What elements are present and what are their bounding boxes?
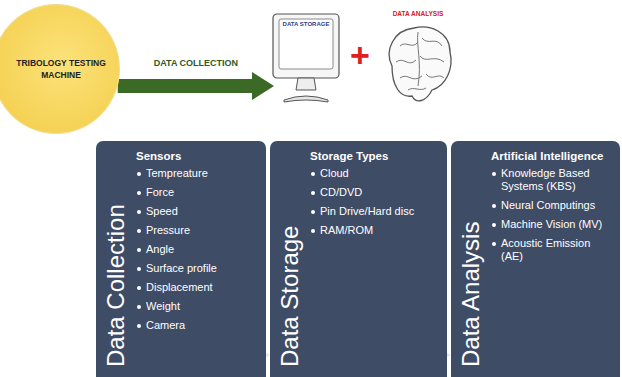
- bullet-item: Surface profile: [136, 262, 260, 275]
- panel-title: Data Storage: [276, 226, 304, 367]
- bullet-item: Neural Computings: [491, 199, 614, 212]
- brain-outline: [389, 27, 451, 101]
- stage-panel: Data CollectionSensorsTempreatureForceSp…: [96, 141, 266, 377]
- bullet-item: RAM/ROM: [310, 224, 441, 237]
- arrow-head: [252, 72, 274, 100]
- bullet-item: Cloud: [310, 167, 441, 180]
- brain-fold: [408, 88, 426, 90]
- brain-fold: [422, 38, 442, 46]
- brain-fold: [396, 60, 416, 63]
- monitor-bezel: [273, 14, 339, 78]
- bullet-item: Pressure: [136, 224, 260, 237]
- bullet-item: Camera: [136, 319, 260, 332]
- brain-fold: [418, 32, 420, 86]
- panel-heading: Sensors: [136, 149, 260, 164]
- brain-fold: [420, 56, 444, 62]
- stage-panel: Data AnalysisArtificial IntelligenceKnow…: [451, 141, 620, 377]
- panel-heading: Artificial Intelligence: [491, 149, 614, 164]
- bullet-item: Force: [136, 186, 260, 199]
- machine-label: TRIBOLOGY TESTING MACHINE: [13, 57, 109, 81]
- brain-label: DATA ANALYSIS: [380, 10, 456, 18]
- flow-arrow: [118, 72, 274, 100]
- monitor-neck: [296, 78, 316, 90]
- panel-heading: Storage Types: [310, 149, 441, 164]
- brain-icon: [380, 6, 456, 110]
- panel-title: Data Analysis: [457, 222, 485, 367]
- plus-sign: +: [350, 38, 370, 72]
- arrow-shaft: [118, 79, 252, 93]
- monitor-node: DATA STORAGE: [270, 10, 344, 106]
- bullet-item: Angle: [136, 243, 260, 256]
- monitor-label: DATA STORAGE: [280, 21, 332, 28]
- panel-body: Artificial IntelligenceKnowledge Based S…: [491, 149, 614, 269]
- bullet-item: CD/DVD: [310, 186, 441, 199]
- monitor-screen: [279, 19, 333, 69]
- bullet-item: Machine Vision (MV): [491, 218, 614, 231]
- bullet-item: Displacement: [136, 281, 260, 294]
- circle-node: TRIBOLOGY TESTING MACHINE: [0, 4, 120, 134]
- panel-title: Data Collection: [102, 204, 130, 367]
- brain-fold: [426, 74, 444, 78]
- bullet-item: Tempreature: [136, 167, 260, 180]
- edge-label: DATA COLLECTION: [152, 58, 240, 68]
- panel-body: Storage TypesCloudCD/DVD Pin Drive/Hard d…: [310, 149, 441, 243]
- brain-node: DATA ANALYSIS: [380, 6, 456, 110]
- bullet-item: Pin Drive/Hard disc: [310, 205, 441, 218]
- bullet-item: Acoustic Emission (AE): [491, 237, 614, 263]
- bullet-item: Speed: [136, 205, 260, 218]
- bullet-item: Knowledge Based Systems (KBS): [491, 167, 614, 193]
- brain-fold: [400, 42, 418, 46]
- bullet-item: Weight: [136, 300, 260, 313]
- stage-panel: Data Storage Storage TypesCloudCD/DVD Pin …: [270, 141, 447, 377]
- monitor-base: [284, 96, 328, 102]
- panel-body: SensorsTempreatureForceSpeedPressureAngl…: [136, 149, 260, 338]
